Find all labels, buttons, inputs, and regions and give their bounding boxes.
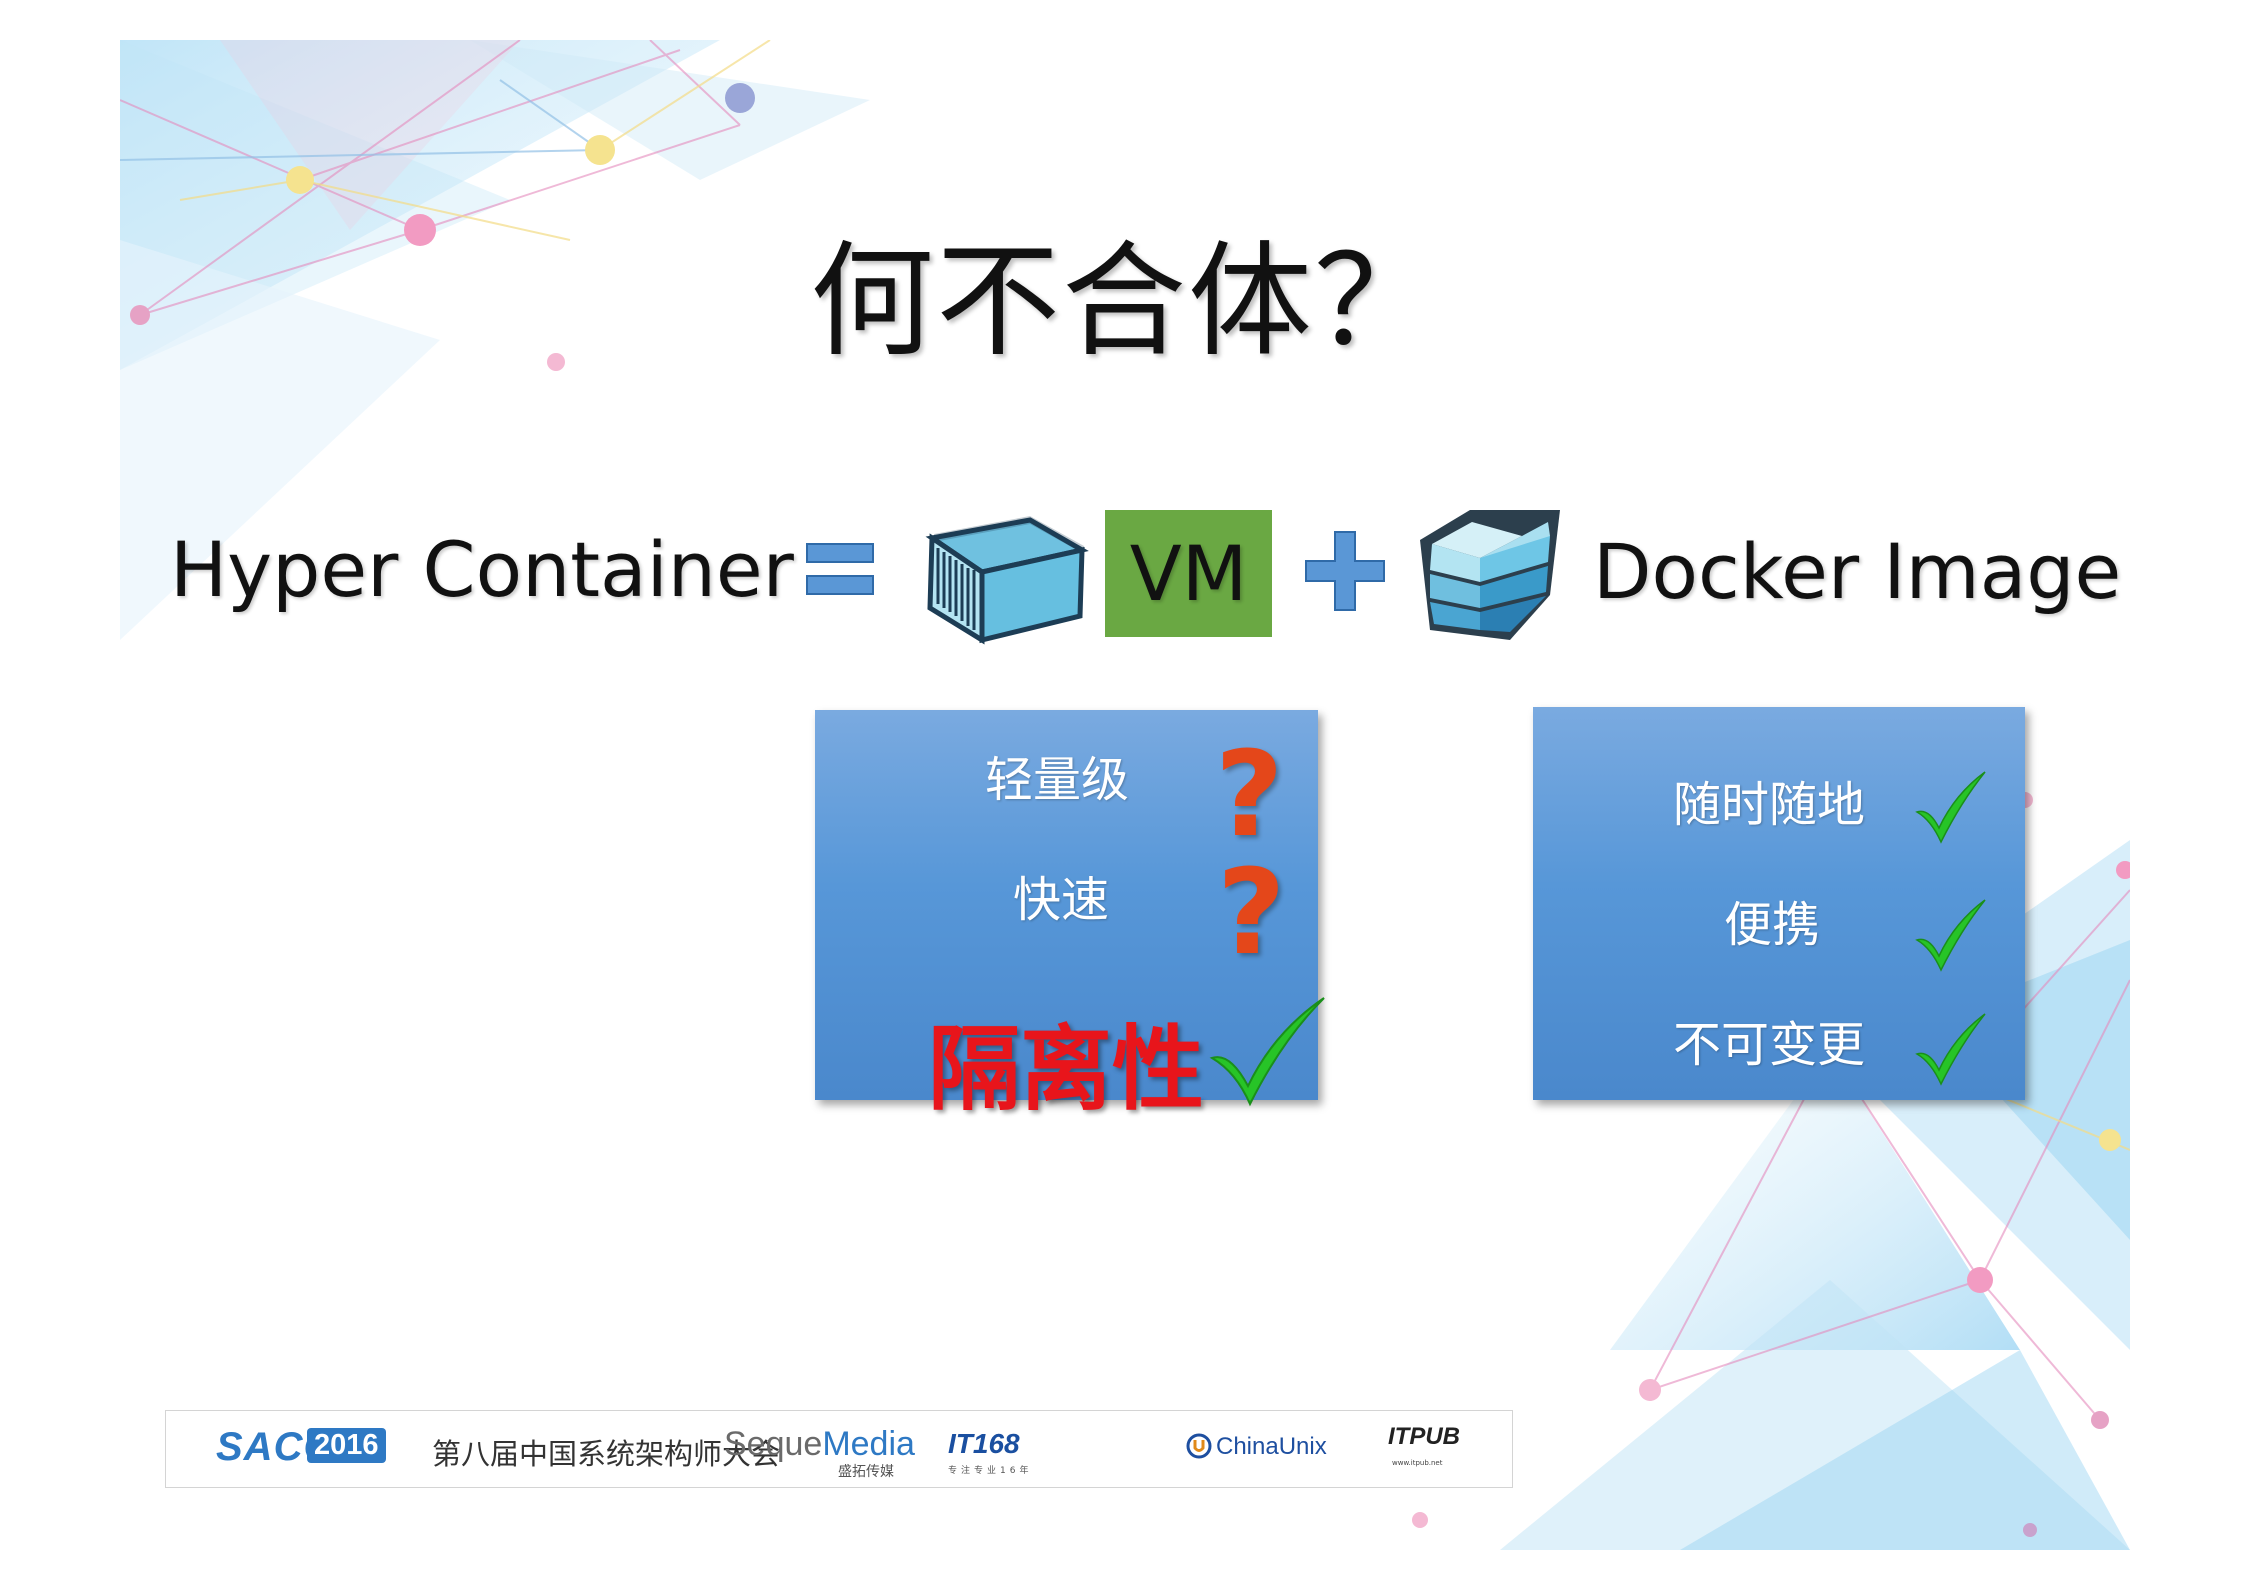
docker-image-cube-icon [1420,510,1560,640]
slide-title: 何不合体？ [809,230,1440,374]
chinaunix-logo: ChinaUnix [1216,1433,1327,1460]
check-mark-icon [1209,997,1325,1107]
hyper-container-label: Hyper Container [170,525,794,614]
feature-portable: 便携 [1724,897,1821,953]
slide: 何不合体？ Hyper Container VM Docker Image [120,40,2130,1550]
sacc-year-badge: 2016 [307,1428,386,1463]
sequemedia-suffix: Media [822,1425,915,1463]
background-decoration [120,40,2130,1550]
vm-label-box: VM [1105,510,1272,637]
it168-logo: IT168 [948,1428,1020,1459]
feature-anywhere: 随时随地 [1673,777,1866,833]
feature-fast: 快速 [1013,872,1110,928]
feature-isolation: 隔离性 [928,1016,1205,1123]
question-mark-icon: ? [1217,843,1286,981]
docker-image-features-box [1533,707,2025,1100]
it168-subtitle: 专注专业16年 [948,1466,1033,1476]
check-mark-icon [1915,1013,1986,1086]
itpub-logo: ITPUB [1388,1423,1460,1450]
chinaunix-globe-icon [1186,1433,1212,1459]
conference-name: 第八届中国系统架构师大会 [432,1437,781,1471]
feature-lightweight: 轻量级 [985,752,1130,808]
vm-features-box [815,710,1318,1100]
sequemedia-logo: SequeMedia [724,1425,915,1464]
sequemedia-prefix: Seque [724,1425,823,1463]
itpub-url: www.itpub.net [1392,1459,1443,1467]
check-mark-icon [1915,771,1986,844]
equals-icon [806,543,874,595]
shipping-container-icon [925,516,1089,645]
check-mark-icon [1915,899,1986,972]
sponsor-footer: SACC 2016 第八届中国系统架构师大会 SequeMedia 盛拓传媒 I… [165,1410,1513,1488]
sequemedia-subtitle: 盛拓传媒 [838,1464,894,1480]
question-mark-icon: ? [1215,725,1284,863]
docker-image-label: Docker Image [1593,527,2122,616]
plus-icon [1305,531,1385,611]
feature-immutable: 不可变更 [1673,1017,1866,1073]
